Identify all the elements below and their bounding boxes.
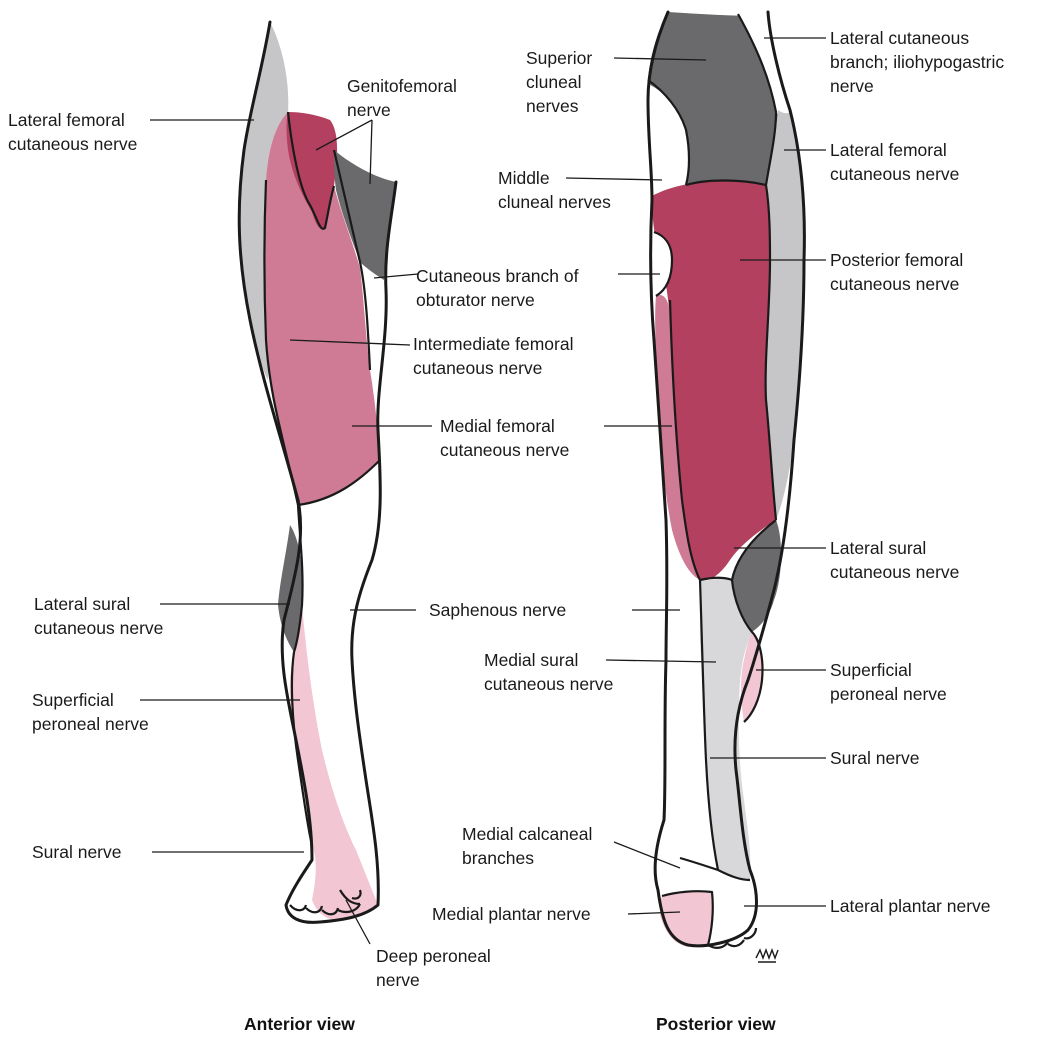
label-ant-genitofemoral: Genitofemoral nerve	[347, 76, 462, 120]
posterior-region-medial-plantar	[660, 891, 713, 947]
label-ant-medial-femoral: Medial femoral cutaneous nerve	[440, 416, 569, 460]
label-ant-intermediate-femoral: Intermediate femoral cutaneous nerve	[413, 334, 578, 378]
label-post-medial-calcaneal: Medial calcaneal branches	[462, 824, 597, 868]
label-ant-lateral-sural: Lateral sural cutaneous nerve	[34, 594, 163, 638]
label-ant-saphenous: Saphenous nerve	[429, 600, 566, 620]
label-ant-deep-peroneal: Deep peroneal nerve	[376, 946, 496, 990]
leader-post-middle-cluneal	[566, 178, 662, 180]
label-post-medial-sural: Medial sural cutaneous nerve	[484, 650, 613, 694]
anterior-leg	[239, 22, 396, 922]
label-post-posterior-femoral: Posterior femoral cutaneous nerve	[830, 250, 968, 294]
label-post-lateral-femoral: Lateral femoral cutaneous nerve	[830, 140, 959, 184]
label-post-lateral-sural: Lateral sural cutaneous nerve	[830, 538, 959, 582]
label-post-superficial-peroneal: Superficial peroneal nerve	[830, 660, 947, 704]
label-ant-lateral-femoral: Lateral femoral cutaneous nerve	[8, 110, 137, 154]
label-ant-superficial-peroneal: Superficial peroneal nerve	[32, 690, 149, 734]
posterior-leg	[648, 12, 804, 962]
caption-anterior: Anterior view	[244, 1014, 355, 1034]
label-post-superior-cluneal: Superior cluneal nerves	[526, 48, 597, 116]
label-ant-sural: Sural nerve	[32, 842, 122, 862]
label-post-iliohypogastric: Lateral cutaneous branch; iliohypogastri…	[830, 28, 1009, 96]
labels: Lateral femoral cutaneous nerve Genitofe…	[8, 28, 1009, 1034]
label-post-lateral-plantar: Lateral plantar nerve	[830, 896, 991, 916]
label-post-medial-plantar: Medial plantar nerve	[432, 904, 591, 924]
label-post-middle-cluneal: Middle cluneal nerves	[498, 168, 611, 212]
label-post-sural: Sural nerve	[830, 748, 920, 768]
artist-signature	[756, 950, 778, 962]
caption-posterior: Posterior view	[656, 1014, 776, 1034]
label-ant-obturator: Cutaneous branch of obturator nerve	[416, 266, 583, 310]
